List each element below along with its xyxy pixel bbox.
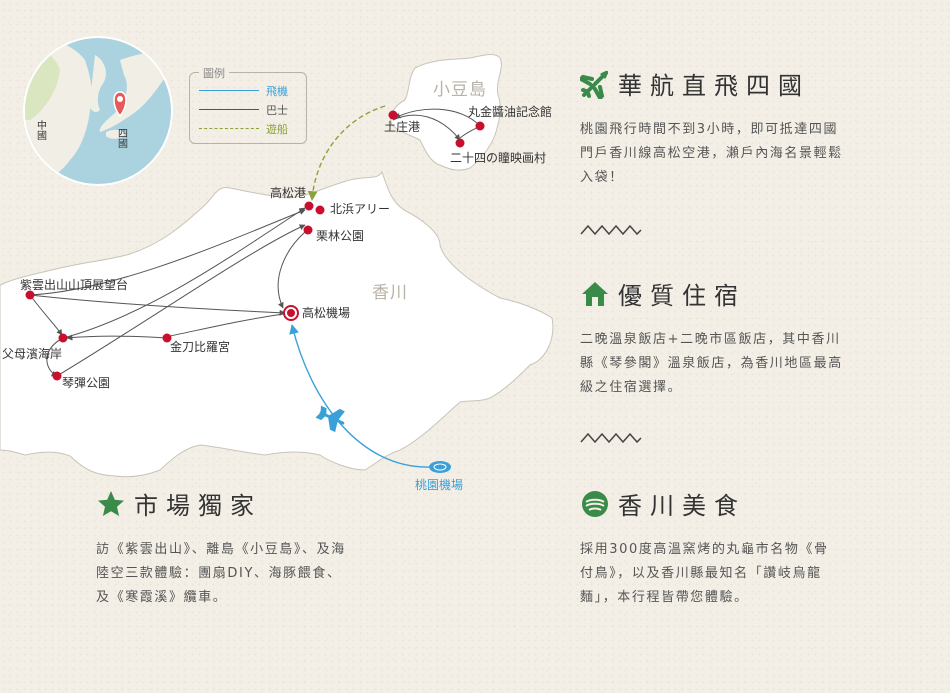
- place-label-takamatsu-port: 高松港: [270, 185, 306, 200]
- legend-item-bus: 巴士: [199, 102, 299, 117]
- kagawa-landmass: [0, 170, 554, 478]
- locator-globe: 中國 四國: [23, 36, 173, 186]
- takamatsu-airport-marker: [283, 305, 299, 321]
- section-kagawa-cuisine: 香川美食 採用300度高溫窯烤的丸龜市名物《骨 付鳥》，以及香川縣最知名「讚岐烏…: [580, 486, 880, 616]
- zigzag-divider: [580, 432, 642, 444]
- place-label-taoyuan-airport: 桃園機場: [415, 477, 463, 492]
- place-label-ritsurin-garden: 栗林公園: [316, 229, 364, 243]
- region-label-kagawa: 香川: [372, 283, 408, 303]
- globe-label-shikoku: 四國: [116, 128, 128, 149]
- globe-label-china: 中國: [35, 119, 47, 141]
- zigzag-divider: [580, 224, 642, 236]
- ferry-route: [307, 105, 386, 201]
- section-title: 優質住宿: [618, 282, 746, 310]
- section-title: 市場獨家: [134, 492, 262, 520]
- region-label-shodoshima: 小豆島: [433, 80, 487, 100]
- legend-item-flight: 飛機: [199, 83, 299, 98]
- flight-route: [289, 324, 433, 468]
- house-icon: [582, 282, 608, 306]
- place-label-shiudeyama: 紫雲出山山頂展望台: [20, 277, 128, 292]
- place-label-nijushi-village: 二十四の瞳映画村: [450, 150, 546, 165]
- place-label-kotohiragu: 金刀比羅宮: [170, 339, 230, 354]
- place-label-takamatsu-airport: 高松機場: [302, 305, 350, 320]
- legend-title: 圖例: [199, 65, 229, 81]
- map-legend: 圖例 飛機 巴士 遊船: [189, 65, 307, 144]
- bus-routes: [29, 108, 481, 377]
- section-title: 華航直飛四國: [618, 72, 810, 100]
- food-bowl-icon: [582, 491, 608, 517]
- section-quality-lodging: 優質住宿 二晚溫泉飯店+二晚市區飯店，其中香川 縣《琴參閣》溫泉飯店，為香川地區…: [580, 276, 880, 406]
- section-direct-flight: 華航直飛四國 桃園飛行時間不到3小時，即可抵達四國 門戶香川線高松空港，瀨戶內海…: [580, 66, 880, 196]
- place-label-kitahama-alley: 北浜アリー: [330, 202, 390, 216]
- place-label-chichibugahama: 父母濱海岸: [2, 346, 62, 361]
- legend-item-ferry: 遊船: [199, 121, 299, 136]
- taoyuan-airport-marker: [429, 461, 451, 473]
- place-label-kotohiki-park: 琴彈公園: [62, 376, 110, 390]
- place-label-tonosho-port: 土庄港: [384, 119, 420, 134]
- airplane-icon: [580, 71, 608, 99]
- place-markers: [25, 110, 485, 381]
- section-title: 香川美食: [618, 492, 746, 520]
- place-label-marukin-museum: 丸金醬油記念館: [468, 104, 552, 119]
- airplane-icon: [315, 405, 345, 433]
- section-market-exclusive: 市場獨家 訪《紫雲出山》、離島《小豆島》、及海 陸空三款體驗：團扇DIY、海豚餵…: [96, 486, 396, 616]
- star-icon: [98, 491, 124, 516]
